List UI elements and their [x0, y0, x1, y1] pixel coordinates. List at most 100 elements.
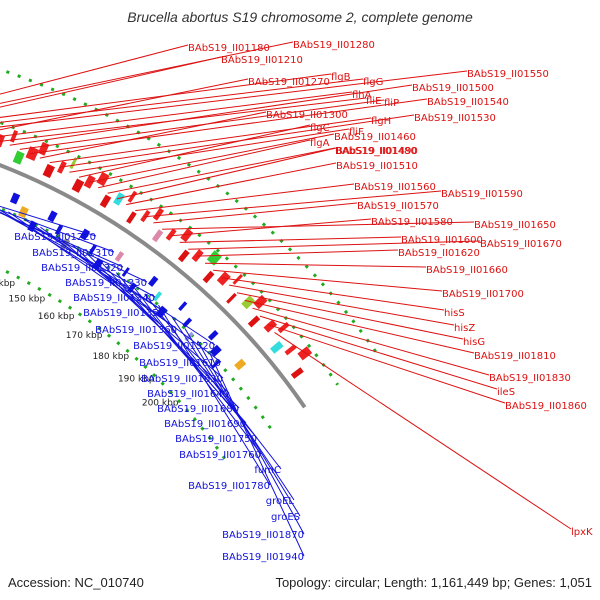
gene-feature-forward: [71, 178, 85, 193]
gene-label-forward[interactable]: BAbS19_II01660: [426, 265, 508, 276]
gene-label-forward[interactable]: BAbS19_II01510: [336, 161, 418, 172]
gene-label-reverse[interactable]: BAbS19_II01520: [133, 341, 215, 352]
gene-feature-forward: [151, 229, 164, 243]
gene-label-forward[interactable]: fliF: [349, 127, 364, 138]
accession-text: Accession: NC_010740: [8, 575, 144, 590]
red-leader-line: [0, 78, 364, 123]
gene-label-reverse[interactable]: groES: [271, 512, 300, 523]
gene-label-forward[interactable]: hisG: [463, 337, 485, 348]
blue-leader-line: [0, 209, 115, 253]
gene-label-forward[interactable]: BAbS19_II01270: [248, 77, 330, 88]
gene-label-forward[interactable]: fliP: [384, 98, 399, 109]
gene-feature-forward: [69, 157, 78, 170]
red-leader-line: [259, 315, 498, 390]
gene-label-reverse[interactable]: BAbS19_II01220: [14, 232, 96, 243]
red-leader-line: [126, 162, 337, 206]
gene-feature-forward: [241, 295, 256, 310]
gene-label-reverse[interactable]: BAbS19_II01750: [175, 434, 257, 445]
gene-label-forward[interactable]: fliE: [366, 96, 381, 107]
gene-label-forward[interactable]: BAbS19_II01300: [266, 110, 348, 121]
gene-feature-reverse: [209, 344, 222, 357]
gene-label-forward[interactable]: BAbS19_II01280: [293, 40, 375, 51]
gene-label-reverse[interactable]: BAbS19_II01940: [222, 552, 304, 563]
gene-label-forward[interactable]: flgG: [363, 77, 383, 88]
gene-label-forward[interactable]: BAbS19_II01700: [442, 289, 524, 300]
gene-label-reverse[interactable]: groEL: [266, 496, 295, 507]
gene-label-forward[interactable]: lpxK: [571, 527, 593, 538]
gene-label-forward[interactable]: BAbS19_II01810: [474, 351, 556, 362]
gene-label-forward[interactable]: BAbS19_II01500: [412, 83, 494, 94]
blue-leader-line: [144, 293, 282, 470]
gene-label-forward[interactable]: flgH: [371, 116, 391, 127]
gene-label-forward[interactable]: BAbS19_II01860: [505, 401, 587, 412]
red-leader-line: [267, 323, 506, 404]
guide-ring: [0, 206, 273, 431]
blue-leader-line: [197, 340, 305, 535]
gene-label-forward[interactable]: BAbS19_II01180: [188, 43, 270, 54]
gene-label-reverse[interactable]: BAbS19_II01780: [188, 481, 270, 492]
gene-label-reverse[interactable]: BAbS19_II01630: [141, 374, 223, 385]
backbone-arc: [0, 163, 307, 409]
red-leader-line: [162, 221, 475, 230]
gene-label-reverse[interactable]: fumC: [254, 465, 281, 476]
gene-label-forward[interactable]: flgB: [331, 72, 351, 83]
gene-label-forward[interactable]: BAbS19_II01480: [335, 146, 417, 157]
gene-label-forward[interactable]: BAbS19_II01560: [354, 182, 436, 193]
gene-feature-forward: [263, 319, 278, 333]
blue-leader-line: [130, 282, 262, 455]
gene-label-forward[interactable]: hisZ: [454, 323, 475, 334]
red-leader-line: [0, 78, 249, 131]
gene-label-forward[interactable]: BAbS19_II01540: [427, 97, 509, 108]
gene-label-forward[interactable]: flhA: [352, 90, 372, 101]
gene-label-reverse[interactable]: BAbS19_II01330: [65, 278, 147, 289]
red-leader-line: [204, 262, 427, 268]
red-leader-line: [88, 133, 335, 183]
gene-label-forward[interactable]: BAbS19_II01830: [489, 373, 571, 384]
gene-label-forward[interactable]: BAbS19_II01590: [441, 189, 523, 200]
gene-label-reverse[interactable]: BAbS19_II01690: [164, 419, 246, 430]
red-leader-line: [29, 98, 428, 155]
gene-label-forward[interactable]: BAbS19_II01530: [414, 113, 496, 124]
gene-label-reverse[interactable]: BAbS19_II01760: [179, 450, 261, 461]
gene-label-reverse[interactable]: BAbS19_II01360: [95, 325, 177, 336]
gene-label-reverse[interactable]: BAbS19_II01870: [222, 530, 304, 541]
gene-feature-reverse: [207, 330, 219, 341]
gene-label-forward[interactable]: ileS: [497, 387, 515, 398]
gene-label-reverse[interactable]: BAbS19_II01680: [157, 404, 239, 415]
gene-label-forward[interactable]: BAbS19_II01460: [334, 132, 416, 143]
gene-label-forward[interactable]: flgA: [310, 138, 330, 149]
gene-feature-forward: [37, 141, 50, 156]
gene-label-forward[interactable]: BAbS19_II01570: [357, 201, 439, 212]
gene-feature-forward: [99, 194, 112, 208]
gene-feature-forward: [297, 346, 313, 361]
gene-label-reverse[interactable]: BAbS19_II01340: [73, 293, 155, 304]
gene-label-forward[interactable]: BAbS19_II01600: [401, 235, 483, 246]
gene-label-reverse[interactable]: BAbS19_II01310: [32, 248, 114, 259]
gene-label-forward[interactable]: BAbS19_II01670: [480, 239, 562, 250]
gene-feature-forward: [140, 209, 151, 223]
gene-label-reverse[interactable]: BAbS19_II01610: [139, 358, 221, 369]
gene-feature-reverse: [211, 359, 221, 369]
gene-label-forward[interactable]: flgC: [310, 123, 330, 134]
red-leader-line: [196, 249, 399, 257]
gene-feature-forward: [165, 228, 177, 241]
gene-feature-forward: [12, 150, 25, 165]
gene-feature-forward: [180, 228, 194, 243]
red-leader-line: [0, 41, 294, 104]
guide-ring: [0, 266, 228, 462]
gene-label-forward[interactable]: BAbS19_II01580: [371, 217, 453, 228]
gene-label-reverse[interactable]: BAbS19_II01640: [147, 389, 229, 400]
gene-feature-forward: [226, 292, 237, 304]
gene-label-forward[interactable]: BAbS19_II01620: [398, 248, 480, 259]
red-leader-line: [135, 183, 355, 212]
gene-label-reverse[interactable]: BAbS19_II01320: [41, 263, 123, 274]
gene-label-forward[interactable]: BAbS19_II01210: [221, 55, 303, 66]
gene-label-forward[interactable]: BAbS19_II01550: [467, 69, 549, 80]
blue-leader-line: [209, 353, 305, 557]
gene-label-reverse[interactable]: BAbS19_II01350: [83, 308, 165, 319]
gene-label-forward[interactable]: BAbS19_II01490: [336, 146, 418, 157]
red-leader-line: [78, 124, 311, 178]
gene-label-forward[interactable]: hisS: [444, 308, 465, 319]
gene-label-forward[interactable]: BAbS19_II01650: [474, 220, 556, 231]
